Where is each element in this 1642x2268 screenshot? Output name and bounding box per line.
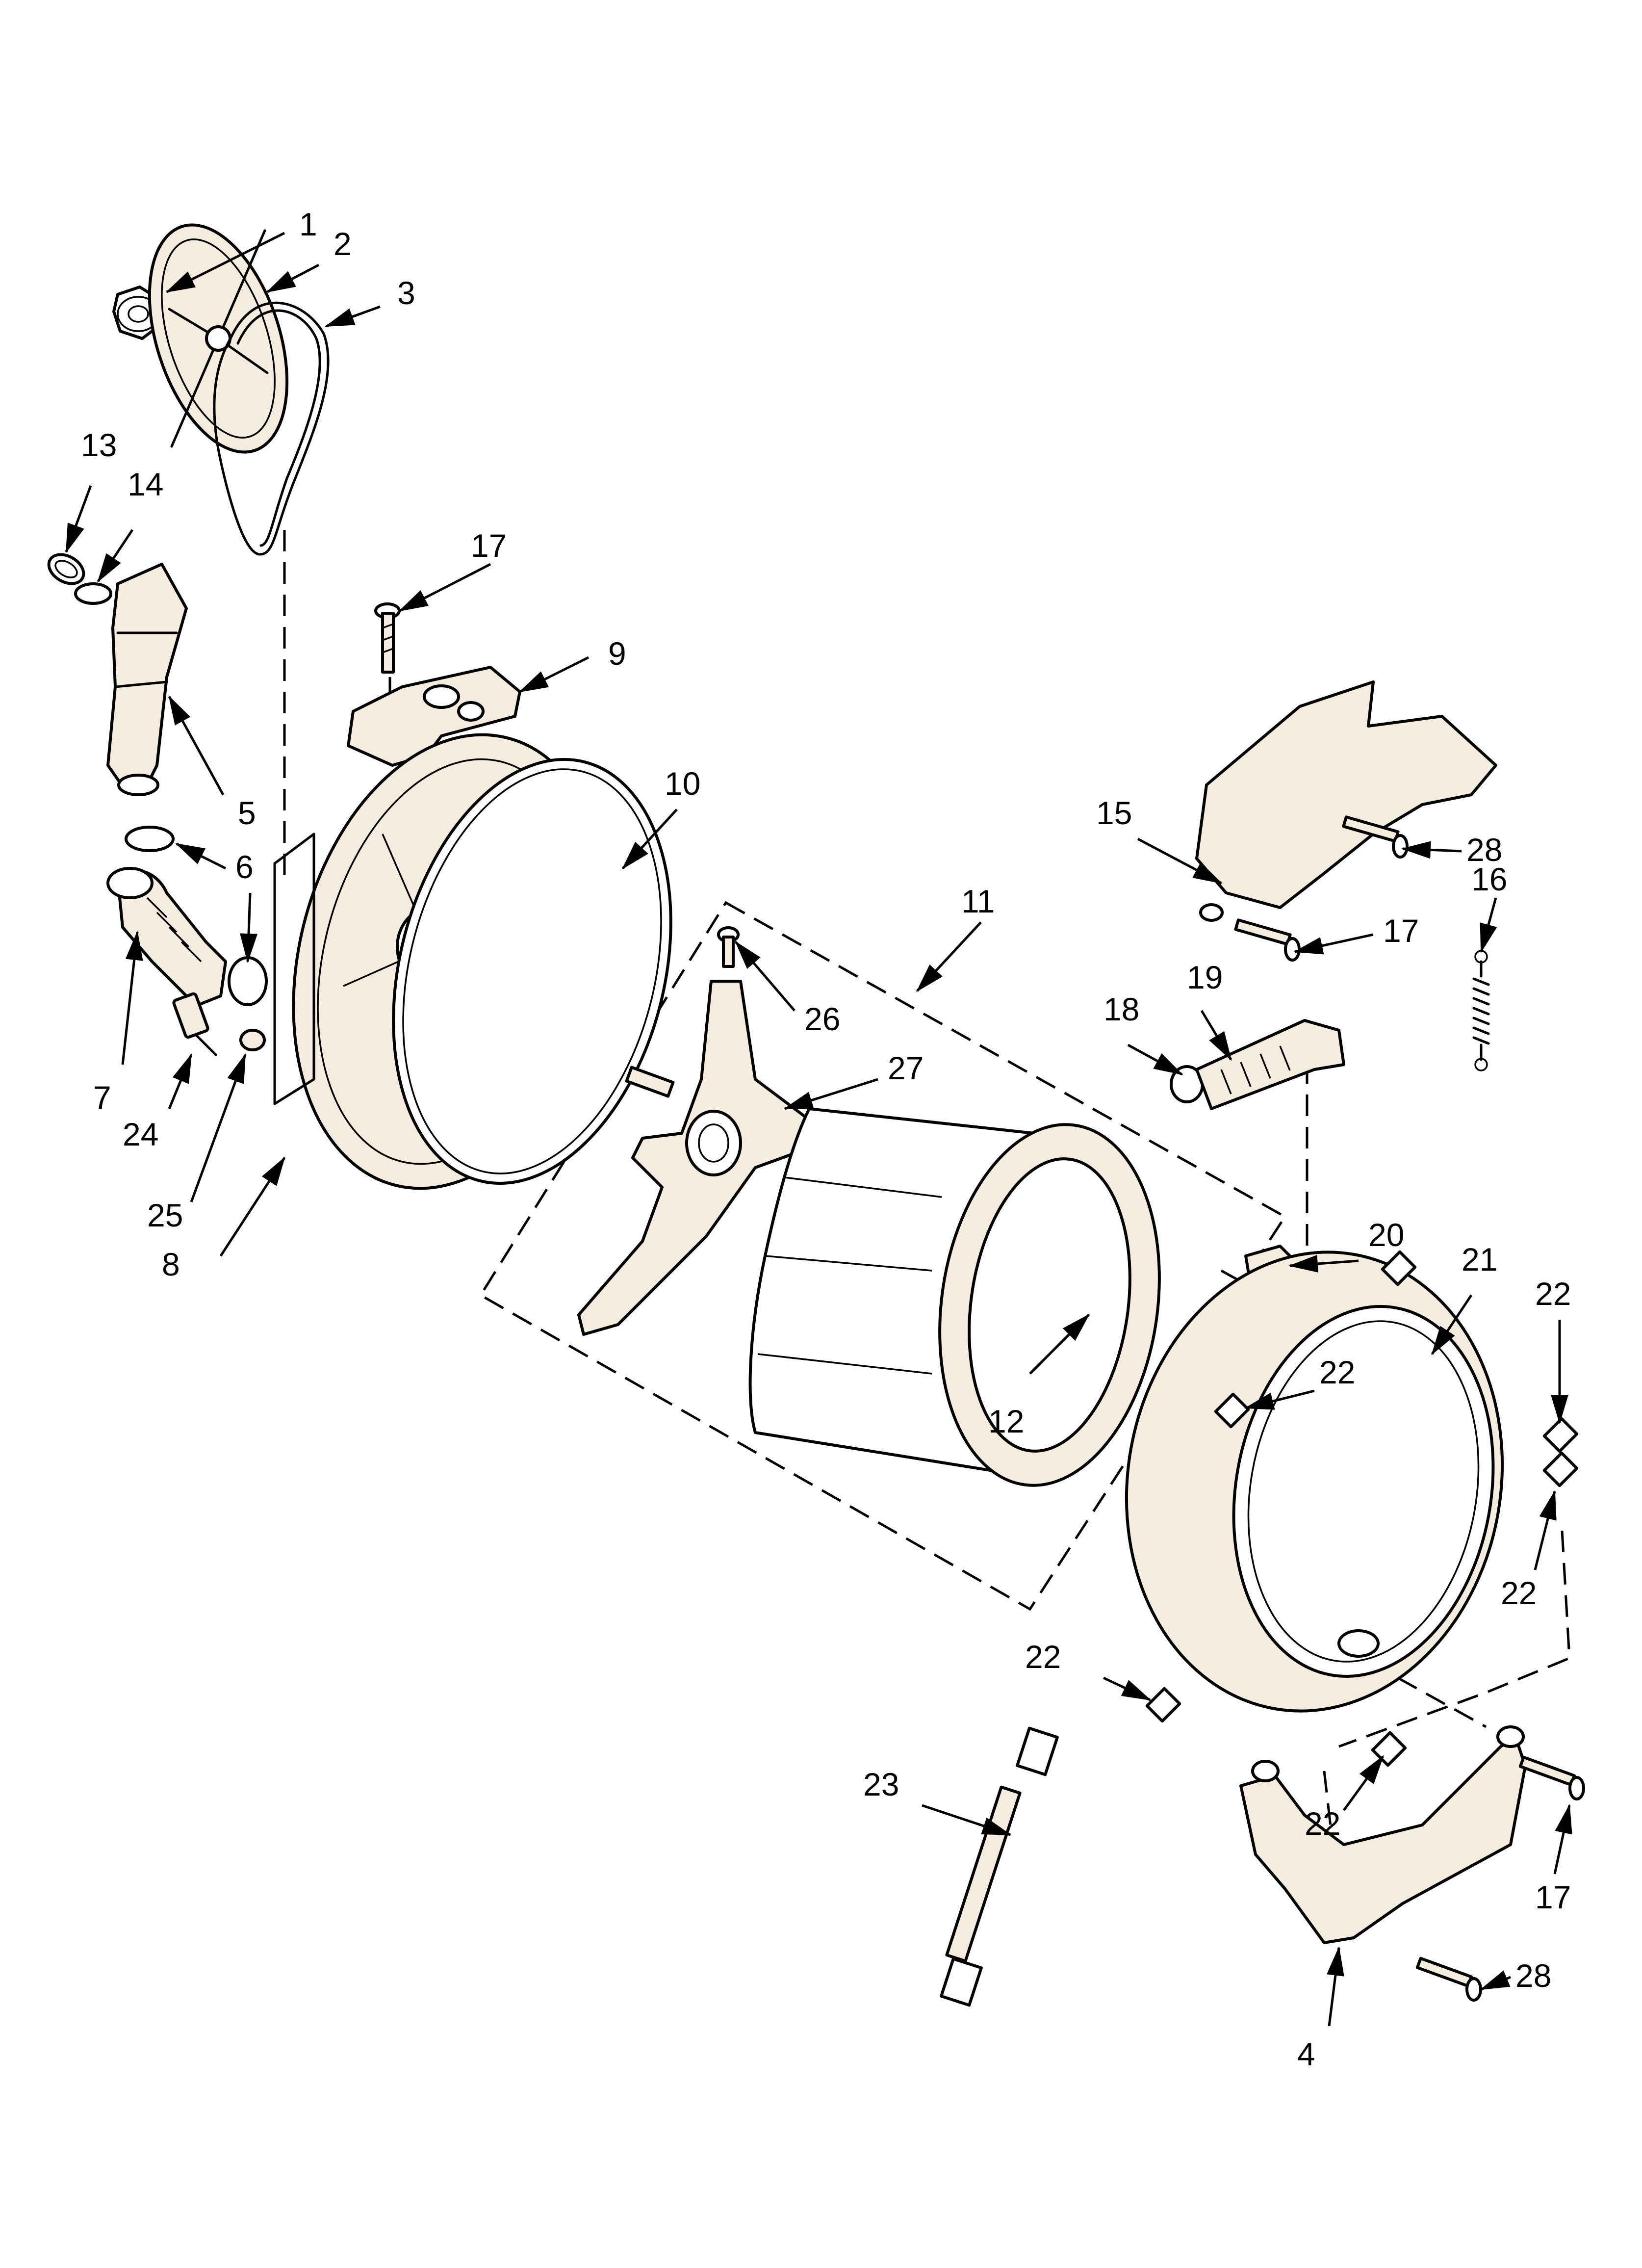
part-hose-clamp-small	[47, 553, 85, 585]
callout-21: 21	[1462, 1241, 1497, 1277]
callout-22d: 22	[1025, 1639, 1061, 1675]
part-clips-22	[1145, 1250, 1579, 1767]
callout-14: 14	[128, 466, 163, 502]
callout-6: 6	[235, 849, 254, 885]
part-grommet	[239, 1029, 266, 1051]
callout-15: 15	[1096, 795, 1132, 831]
callout-26: 26	[804, 1001, 840, 1037]
part-top-shroud	[1195, 680, 1497, 922]
part-tub-ring	[392, 758, 672, 1185]
part-drive-belt	[213, 302, 330, 556]
callout-5: 5	[238, 795, 256, 831]
callout-23: 23	[863, 1766, 899, 1802]
callout-22b: 22	[1535, 1276, 1571, 1312]
part-basket	[748, 1107, 1161, 1487]
callout-12: 12	[988, 1403, 1024, 1439]
callout-28b: 28	[1515, 1957, 1551, 1994]
callout-22e: 22	[1305, 1805, 1340, 1842]
callout-3: 3	[397, 275, 415, 311]
callout-19: 19	[1187, 959, 1223, 995]
callout-17a: 17	[471, 527, 507, 564]
callout-11: 11	[961, 883, 995, 919]
callout-1: 1	[299, 206, 317, 242]
callout-4: 4	[1297, 2036, 1315, 2072]
callout-22c: 22	[1501, 1575, 1537, 1611]
callout-28a: 28	[1466, 832, 1502, 868]
callout-18: 18	[1103, 991, 1139, 1027]
part-screw-shroud-lower	[1234, 918, 1301, 962]
callout-22a: 22	[1319, 1354, 1355, 1390]
part-screw-lower-17	[1518, 1755, 1585, 1800]
part-screw-bracket	[374, 602, 401, 674]
callout-27: 27	[888, 1050, 924, 1086]
callout-labels: 1 2 3 4 5 6 7 8 9 10 11 12 13 14 15 16 1…	[81, 206, 1571, 2072]
part-drive-pulley	[148, 223, 289, 454]
callout-10: 10	[665, 765, 700, 802]
part-hose-19	[1195, 1019, 1345, 1110]
callout-16: 16	[1471, 861, 1507, 897]
callout-20: 20	[1368, 1217, 1404, 1253]
part-inlet-hose	[106, 563, 188, 796]
callout-leaders	[65, 232, 1572, 2027]
part-o-ring	[74, 582, 112, 605]
part-drum-spider	[577, 980, 816, 1336]
part-drain-hose	[106, 867, 227, 1007]
callout-2: 2	[334, 226, 352, 262]
part-screw-lower-28	[1415, 1956, 1482, 2002]
part-hose-clamps	[125, 826, 268, 1006]
part-spring	[1472, 950, 1490, 1071]
callout-7: 7	[93, 1079, 111, 1116]
callout-25: 25	[147, 1197, 183, 1233]
callout-9: 9	[608, 635, 626, 672]
part-bracket	[347, 666, 521, 767]
callout-17c: 17	[1535, 1879, 1571, 1915]
callout-13: 13	[81, 427, 117, 463]
part-spider-bolt	[717, 926, 740, 968]
part-tub-front	[1125, 1251, 1504, 1713]
callout-8: 8	[162, 1246, 180, 1282]
callout-17b: 17	[1383, 912, 1419, 949]
part-fitting	[172, 992, 217, 1056]
callout-24: 24	[123, 1116, 158, 1152]
part-damper	[940, 1726, 1059, 2007]
